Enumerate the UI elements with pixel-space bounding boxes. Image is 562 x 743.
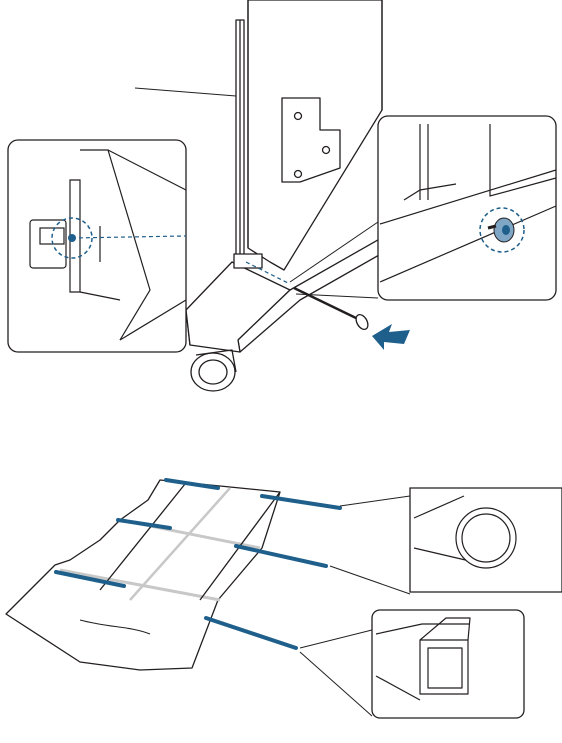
bolt-head-icon [68,234,76,242]
round-rod-inset [410,488,562,592]
square-rod-inset [372,610,524,718]
square-rod [206,618,296,648]
right-detail-inset [378,116,556,300]
caster-wheel [191,350,236,391]
paper-sheet [6,480,280,670]
left-detail-inset [8,140,186,352]
push-arrow [372,324,410,350]
